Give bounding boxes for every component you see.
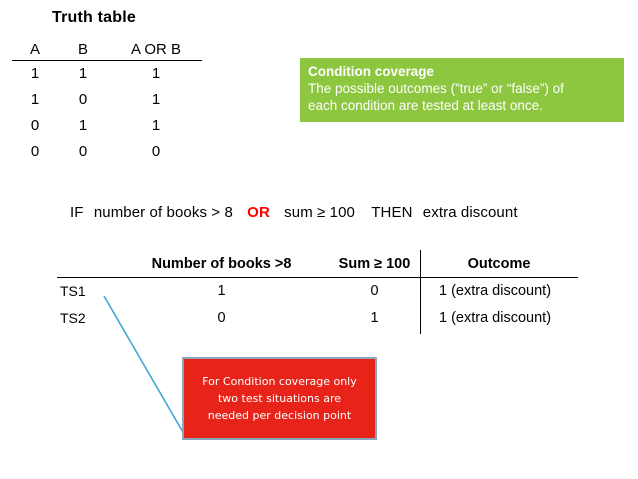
truth-table-cell-result: 1 <box>151 90 161 108</box>
test-table-header-row: Number of books >8 Sum ≥ 100 Outcome <box>57 251 578 277</box>
coverage-note-callout: For Condition coverage only two test sit… <box>182 357 377 440</box>
callout-line-3: needed per decision point <box>207 409 352 422</box>
truth-table-cell-result: 1 <box>151 64 161 82</box>
truth-table-cell-a: 0 <box>30 116 40 134</box>
condition-coverage-line-1: The possible outcomes (”true” or “false”… <box>308 81 564 96</box>
condition-coverage-line-2: each condition are tested at least once. <box>308 98 543 113</box>
action-text: extra discount <box>422 204 518 221</box>
table-row: 1 1 1 <box>12 60 204 86</box>
table-row: TS1 1 0 1 (extra discount) <box>57 277 578 304</box>
test-table-header-sum: Sum ≥ 100 <box>338 256 411 272</box>
truth-table-cell-a: 0 <box>30 142 40 160</box>
test-table-header-outcome: Outcome <box>467 256 531 272</box>
truth-table-cell-b: 0 <box>78 142 88 160</box>
condition-coverage-title: Condition coverage <box>308 64 435 79</box>
truth-table-cell-result: 1 <box>151 116 161 134</box>
test-situation-label: TS2 <box>60 309 86 326</box>
truth-table: A B A OR B 1 1 1 1 0 1 0 1 1 0 0 0 <box>12 38 204 164</box>
condition-b-text: sum ≥ 100 <box>284 204 355 221</box>
test-table-header-books: Number of books >8 <box>151 256 292 272</box>
test-cell-books: 1 <box>217 282 226 299</box>
truth-table-cell-result: 0 <box>151 142 161 160</box>
truth-table-cell-a: 1 <box>30 90 40 108</box>
table-row: 1 0 1 <box>12 86 204 112</box>
truth-table-title: Truth table <box>52 9 136 26</box>
decision-statement: IF number of books > 8 OR sum ≥ 100 THEN… <box>70 204 518 221</box>
callout-line-1: For Condition coverage only <box>202 375 357 388</box>
test-cell-outcome: 1 (extra discount) <box>439 309 552 326</box>
keyword-then: THEN <box>371 204 413 221</box>
truth-table-header-b: B <box>77 40 88 58</box>
test-cell-sum: 0 <box>370 282 379 299</box>
truth-table-cell-a: 1 <box>30 64 40 82</box>
condition-coverage-callout: Condition coverage The possible outcomes… <box>300 58 624 122</box>
truth-table-cell-b: 0 <box>78 90 88 108</box>
truth-table-header-row: A B A OR B <box>12 38 204 60</box>
condition-a-text: number of books > 8 <box>93 204 233 221</box>
keyword-if: IF <box>70 204 84 221</box>
truth-table-cell-b: 1 <box>78 64 88 82</box>
table-row: 0 1 1 <box>12 112 204 138</box>
table-row: TS2 0 1 1 (extra discount) <box>57 304 578 331</box>
test-cell-sum: 1 <box>370 309 379 326</box>
truth-table-header-a-or-b: A OR B <box>130 40 182 58</box>
test-table-column-divider <box>420 250 421 334</box>
test-table-header-rule <box>57 277 578 278</box>
callout-line-2: two test situations are <box>217 392 342 405</box>
table-row: 0 0 0 <box>12 138 204 164</box>
truth-table-header-a: A <box>29 40 40 58</box>
test-situation-table: Number of books >8 Sum ≥ 100 Outcome TS1… <box>57 251 578 331</box>
test-situation-label: TS1 <box>60 282 86 299</box>
operator-or: OR <box>247 204 270 221</box>
test-cell-outcome: 1 (extra discount) <box>439 282 552 299</box>
truth-table-header-rule <box>12 60 202 61</box>
truth-table-cell-b: 1 <box>78 116 88 134</box>
test-cell-books: 0 <box>217 309 226 326</box>
